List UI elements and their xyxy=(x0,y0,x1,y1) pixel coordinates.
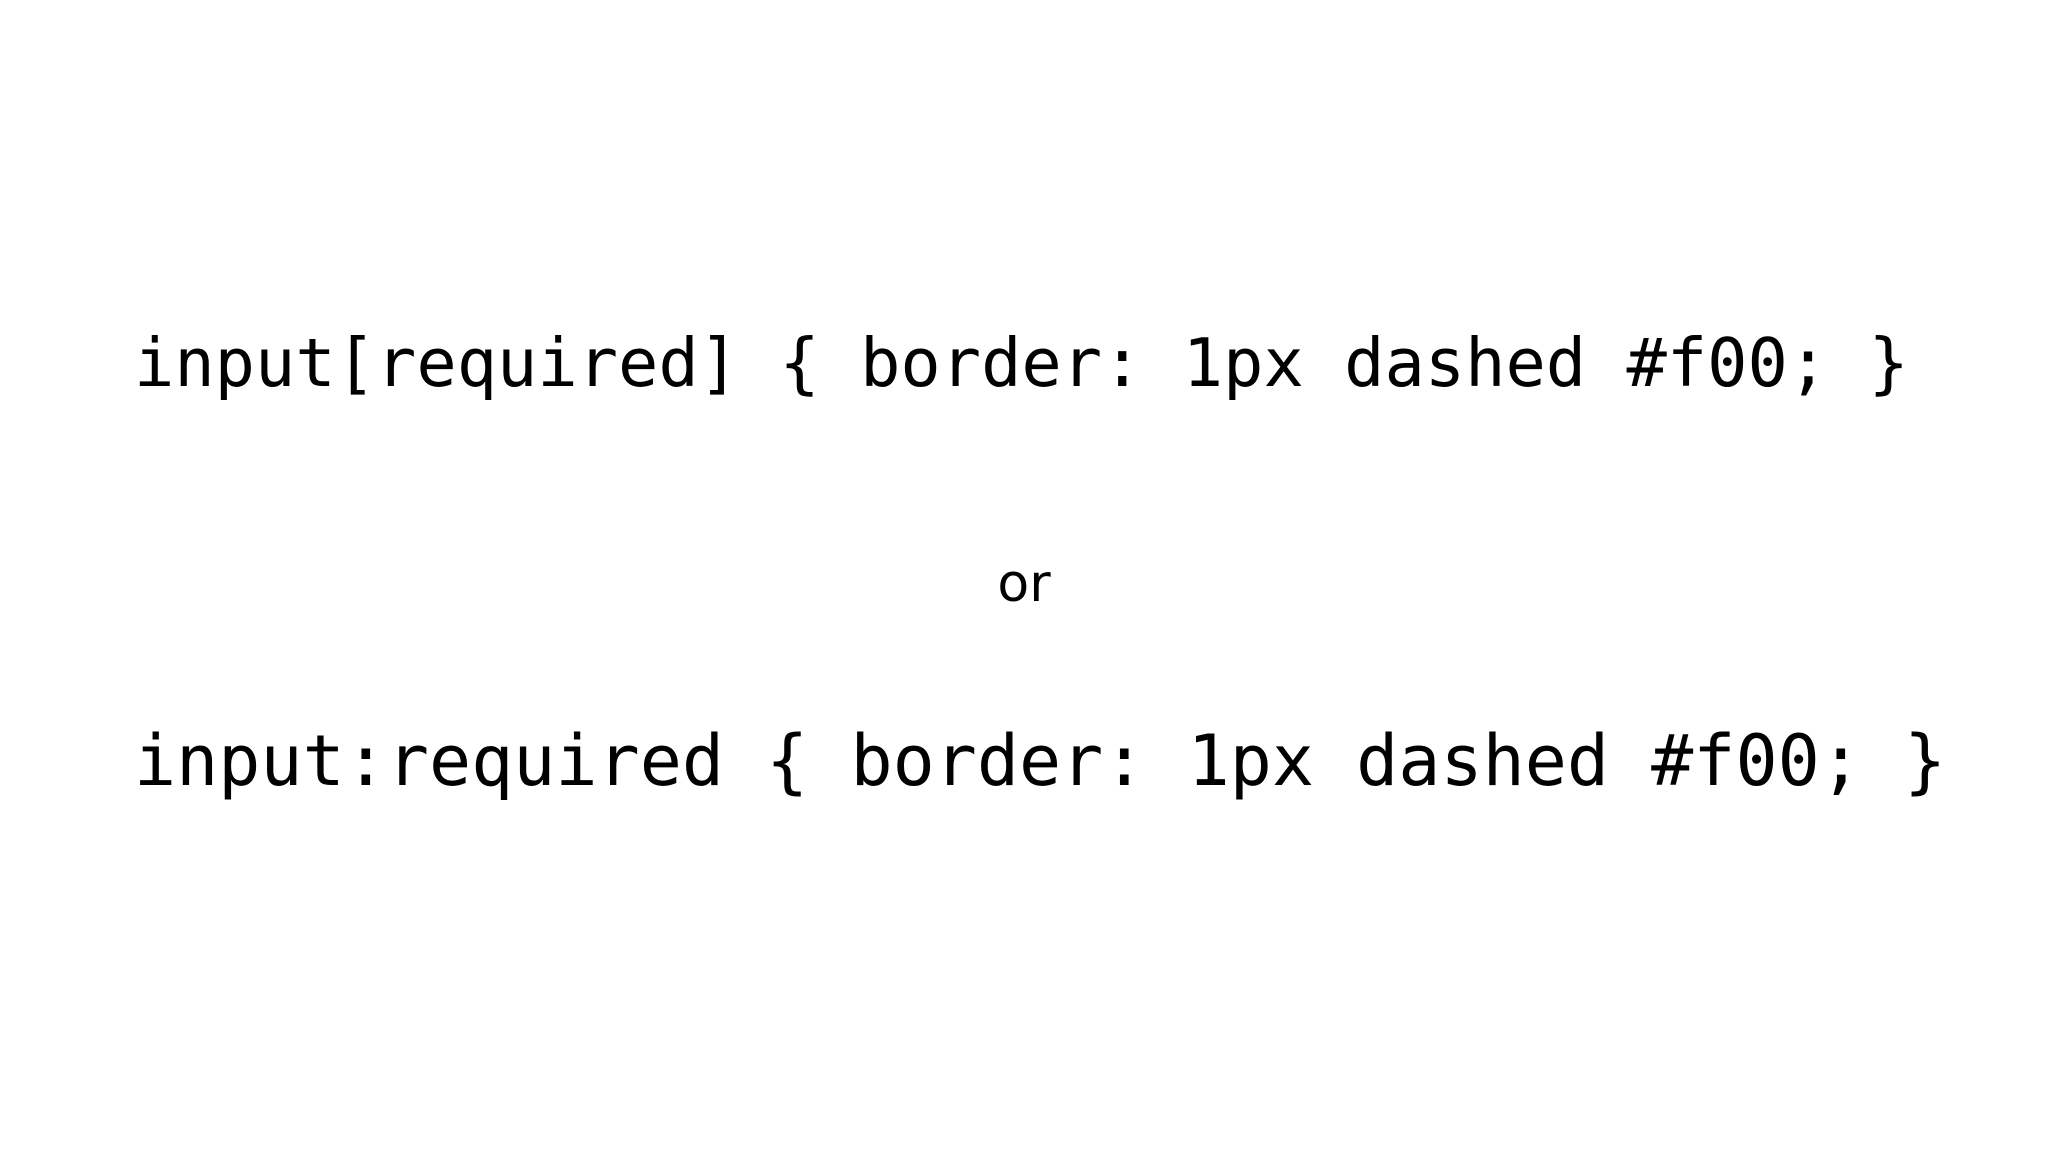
css-rule-attribute-selector: input[required] { border: 1px dashed #f0… xyxy=(134,324,1909,402)
css-rule-pseudo-class-selector: input:required { border: 1px dashed #f00… xyxy=(134,720,1947,802)
connector-or-label: or xyxy=(997,554,1051,614)
